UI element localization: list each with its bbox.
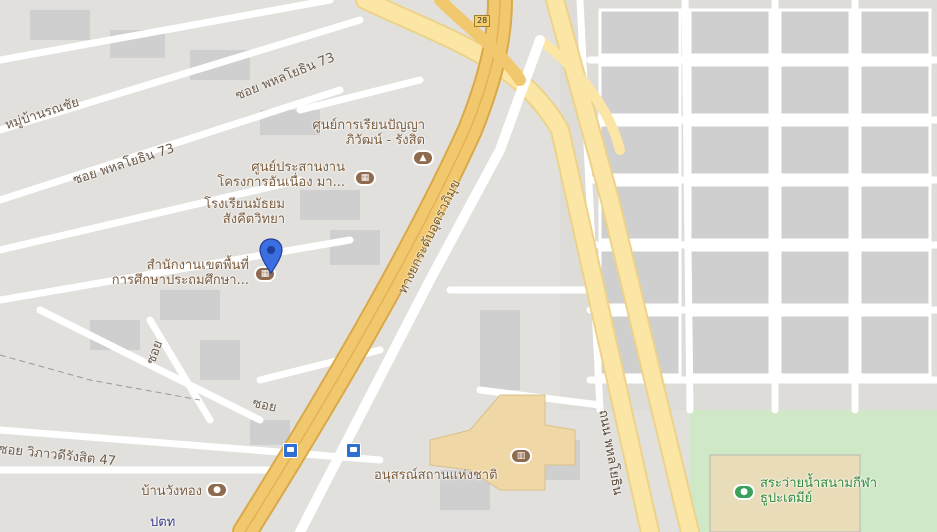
label-monument[interactable]: อนุสรณ์สถานแห่งชาติ (374, 468, 498, 483)
location-icon[interactable]: ● (206, 482, 228, 498)
bus-icon[interactable] (283, 443, 298, 458)
bus-icon[interactable] (346, 443, 361, 458)
label-pool[interactable]: สระว่ายน้ำสนามกีฬา ธูปะเตมีย์ (760, 476, 878, 506)
park-icon[interactable]: ● (733, 484, 755, 500)
label-ban-wang-thong[interactable]: บ้านวังทอง (141, 484, 202, 499)
map-pin-icon[interactable] (258, 238, 284, 274)
government-icon[interactable]: ▦ (354, 170, 376, 186)
label-learning-center[interactable]: ศูนย์การเรียนปัญญา ภิวัฒน์ - รังสิต (312, 118, 425, 148)
label-edu-office[interactable]: สำนักงานเขตพื้นที่ การศึกษาประถมศึกษา... (111, 258, 249, 288)
route-shield: 28 (474, 15, 491, 27)
school-icon[interactable]: ▲ (412, 150, 434, 166)
monument-building (429, 394, 576, 491)
museum-icon[interactable]: ▥ (510, 448, 532, 464)
label-school[interactable]: โรงเรียนมัธยม สังคีตวิทยา (204, 197, 285, 227)
label-coord-center[interactable]: ศูนย์ประสานงาน โครงการอันเนื่อง มา... (217, 160, 345, 190)
label-ptt[interactable]: ปตท (150, 515, 176, 530)
